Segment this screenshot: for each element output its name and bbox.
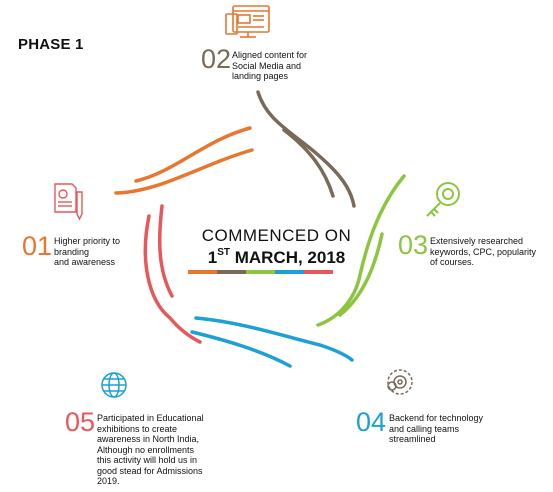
gears-icon xyxy=(387,369,413,395)
step-number-05: 05 xyxy=(65,407,96,437)
center-date: 1ST MARCH, 2018 xyxy=(0,247,553,268)
step-text-03: Extensively researched keywords, CPC, po… xyxy=(430,236,537,267)
step-number-02: 02 xyxy=(201,44,232,74)
rule-segment-red xyxy=(304,270,333,274)
phase-label: PHASE 1 xyxy=(18,36,84,53)
center-title: COMMENCED ON xyxy=(201,226,352,245)
date-day: 1 xyxy=(207,248,218,267)
key-icon xyxy=(426,182,460,217)
arc-blue xyxy=(190,316,354,368)
document-pen-icon xyxy=(54,183,83,221)
rule-segment-green xyxy=(246,270,275,274)
rule-segment-blue xyxy=(275,270,304,274)
step-text-04: Backend for technology and calling teams… xyxy=(389,413,484,444)
date-suffix: ST xyxy=(217,247,230,259)
arc-green xyxy=(316,174,406,327)
color-rule xyxy=(188,270,333,274)
step-number-03: 03 xyxy=(398,230,429,260)
date-rest: MARCH, 2018 xyxy=(229,248,346,267)
browser-windows-icon xyxy=(225,5,270,38)
arc-brown xyxy=(256,90,356,208)
step-text-02: Aligned content for Social Media and lan… xyxy=(232,50,308,81)
rule-segment-orange xyxy=(188,270,217,274)
step-number-04: 04 xyxy=(356,407,387,437)
step-text-05: Participated in Educational exhibitions … xyxy=(97,413,204,486)
globe-icon xyxy=(101,372,127,398)
step-number-01: 01 xyxy=(22,231,53,261)
rule-segment-brown xyxy=(217,270,246,274)
step-text-01: Higher priority to branding and awarenes… xyxy=(54,236,121,267)
arc-orange xyxy=(114,126,254,195)
arc-red xyxy=(143,204,202,344)
